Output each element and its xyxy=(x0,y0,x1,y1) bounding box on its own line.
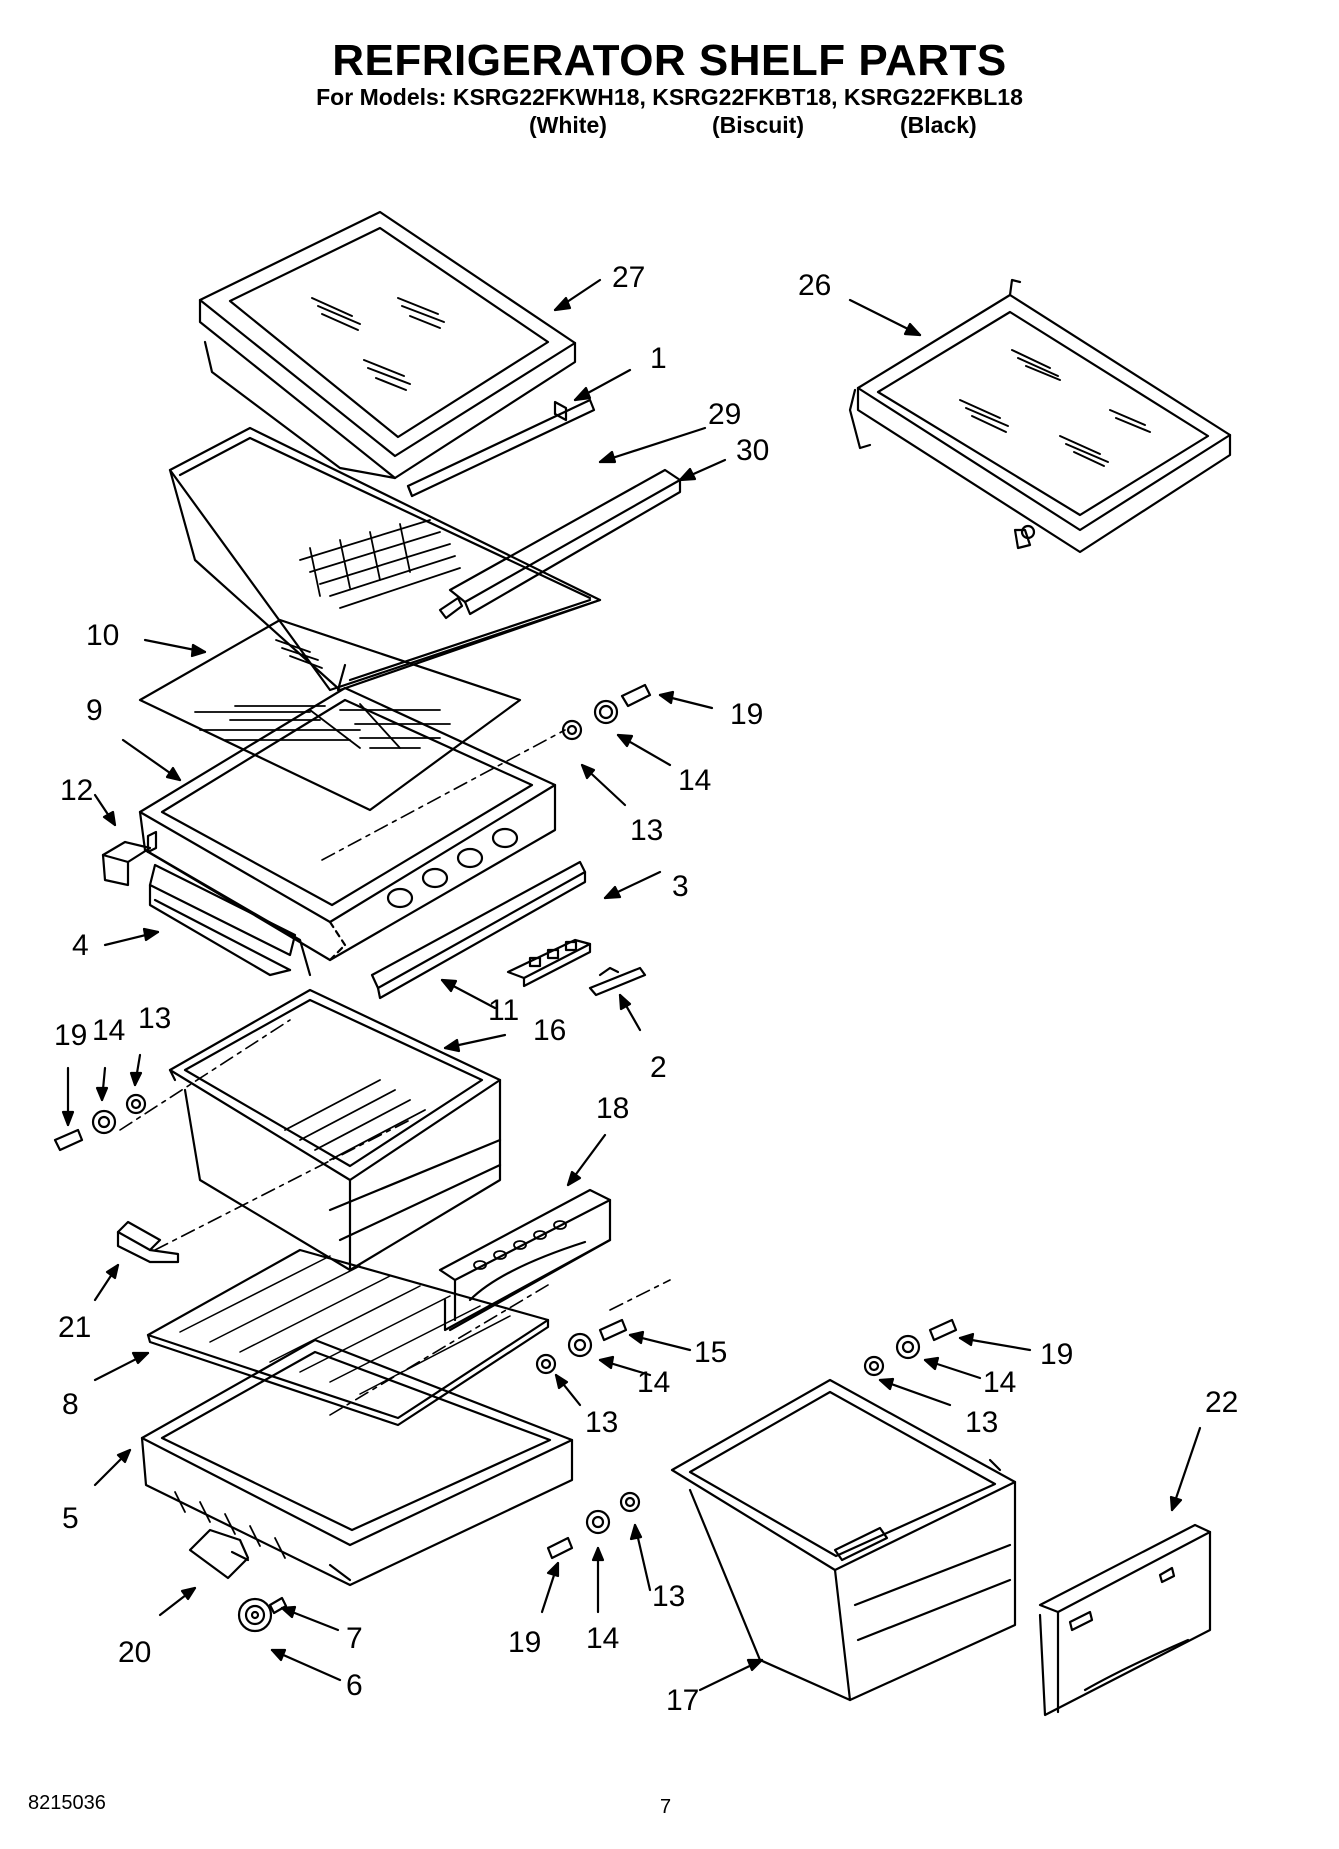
part-6-7-knob xyxy=(237,1596,288,1633)
callout-13e: 13 xyxy=(652,1580,685,1613)
part-29-30-crisper-upper xyxy=(168,426,682,692)
variant-biscuit: (Biscuit) xyxy=(712,112,804,138)
callout-22: 22 xyxy=(1205,1386,1238,1419)
callout-26: 26 xyxy=(798,269,831,302)
part-20-cap xyxy=(188,1528,250,1580)
part-27-shelf xyxy=(198,210,596,498)
callout-3: 3 xyxy=(672,870,689,903)
callout-27: 27 xyxy=(612,261,645,294)
part-5-frame xyxy=(140,1338,574,1587)
callout-labels: 27 26 1 29 30 10 19 9 14 12 13 3 4 11 19… xyxy=(54,261,1238,1717)
hardware-lower-mid xyxy=(535,1318,628,1375)
hardware-upper-right xyxy=(561,683,652,741)
hardware-lower-right xyxy=(863,1318,958,1377)
assembly-guide-lines xyxy=(119,729,671,1416)
callout-14b: 14 xyxy=(92,1014,125,1047)
callout-21: 21 xyxy=(58,1311,91,1344)
callout-19c: 19 xyxy=(1040,1338,1073,1371)
hardware-left xyxy=(53,1093,147,1152)
callout-9: 9 xyxy=(86,694,103,727)
callout-4: 4 xyxy=(72,929,89,962)
variant-white: (White) xyxy=(529,112,607,138)
callout-20: 20 xyxy=(118,1636,151,1669)
variant-black: (Black) xyxy=(900,112,977,138)
part-26-shelf xyxy=(848,278,1232,554)
callout-6: 6 xyxy=(346,1669,363,1702)
callout-7: 7 xyxy=(346,1622,363,1655)
part-21-clip xyxy=(116,1220,180,1264)
part-12-clip xyxy=(101,840,152,887)
models-line: For Models: KSRG22FKWH18, KSRG22FKBT18, … xyxy=(316,84,1023,110)
callout-8: 8 xyxy=(62,1388,79,1421)
part-2-clip xyxy=(588,966,647,997)
document-number: 8215036 xyxy=(28,1792,106,1814)
callout-15: 15 xyxy=(694,1336,727,1369)
callout-14c: 14 xyxy=(983,1366,1016,1399)
part-4-rail xyxy=(148,863,297,977)
part-18-front xyxy=(438,1188,612,1332)
callout-30: 30 xyxy=(736,434,769,467)
part-22-front xyxy=(1038,1523,1212,1717)
callout-29: 29 xyxy=(708,398,741,431)
callout-16: 16 xyxy=(533,1014,566,1047)
part-3-bracket xyxy=(506,938,592,988)
callout-13a: 13 xyxy=(630,814,663,847)
callout-12: 12 xyxy=(60,774,93,807)
callout-5: 5 xyxy=(62,1502,79,1535)
callout-13b: 13 xyxy=(138,1002,171,1035)
callout-18: 18 xyxy=(596,1092,629,1125)
callout-14a: 14 xyxy=(678,764,711,797)
callout-1: 1 xyxy=(650,342,667,375)
part-10-glass xyxy=(138,618,522,812)
callout-13c: 13 xyxy=(585,1406,618,1439)
callout-11: 11 xyxy=(488,994,519,1027)
page-number: 7 xyxy=(660,1796,672,1818)
callout-19d: 19 xyxy=(508,1626,541,1659)
page-title: REFRIGERATOR SHELF PARTS xyxy=(332,36,1007,85)
hardware-bottom-mid xyxy=(546,1491,641,1560)
part-16-pan xyxy=(168,988,502,1272)
callout-14d: 14 xyxy=(637,1366,670,1399)
callout-10: 10 xyxy=(86,619,119,652)
callout-19b: 19 xyxy=(54,1019,87,1052)
callout-14e: 14 xyxy=(586,1622,619,1655)
callout-13d: 13 xyxy=(965,1406,998,1439)
part-9-frame xyxy=(138,686,557,977)
part-8-glass xyxy=(146,1248,550,1427)
part-17-pan xyxy=(670,1378,1017,1702)
part-11-rail xyxy=(370,860,587,1000)
callout-2: 2 xyxy=(650,1051,667,1084)
leader-arrows xyxy=(61,278,1202,1692)
callout-19a: 19 xyxy=(730,698,763,731)
callout-17: 17 xyxy=(666,1684,699,1717)
